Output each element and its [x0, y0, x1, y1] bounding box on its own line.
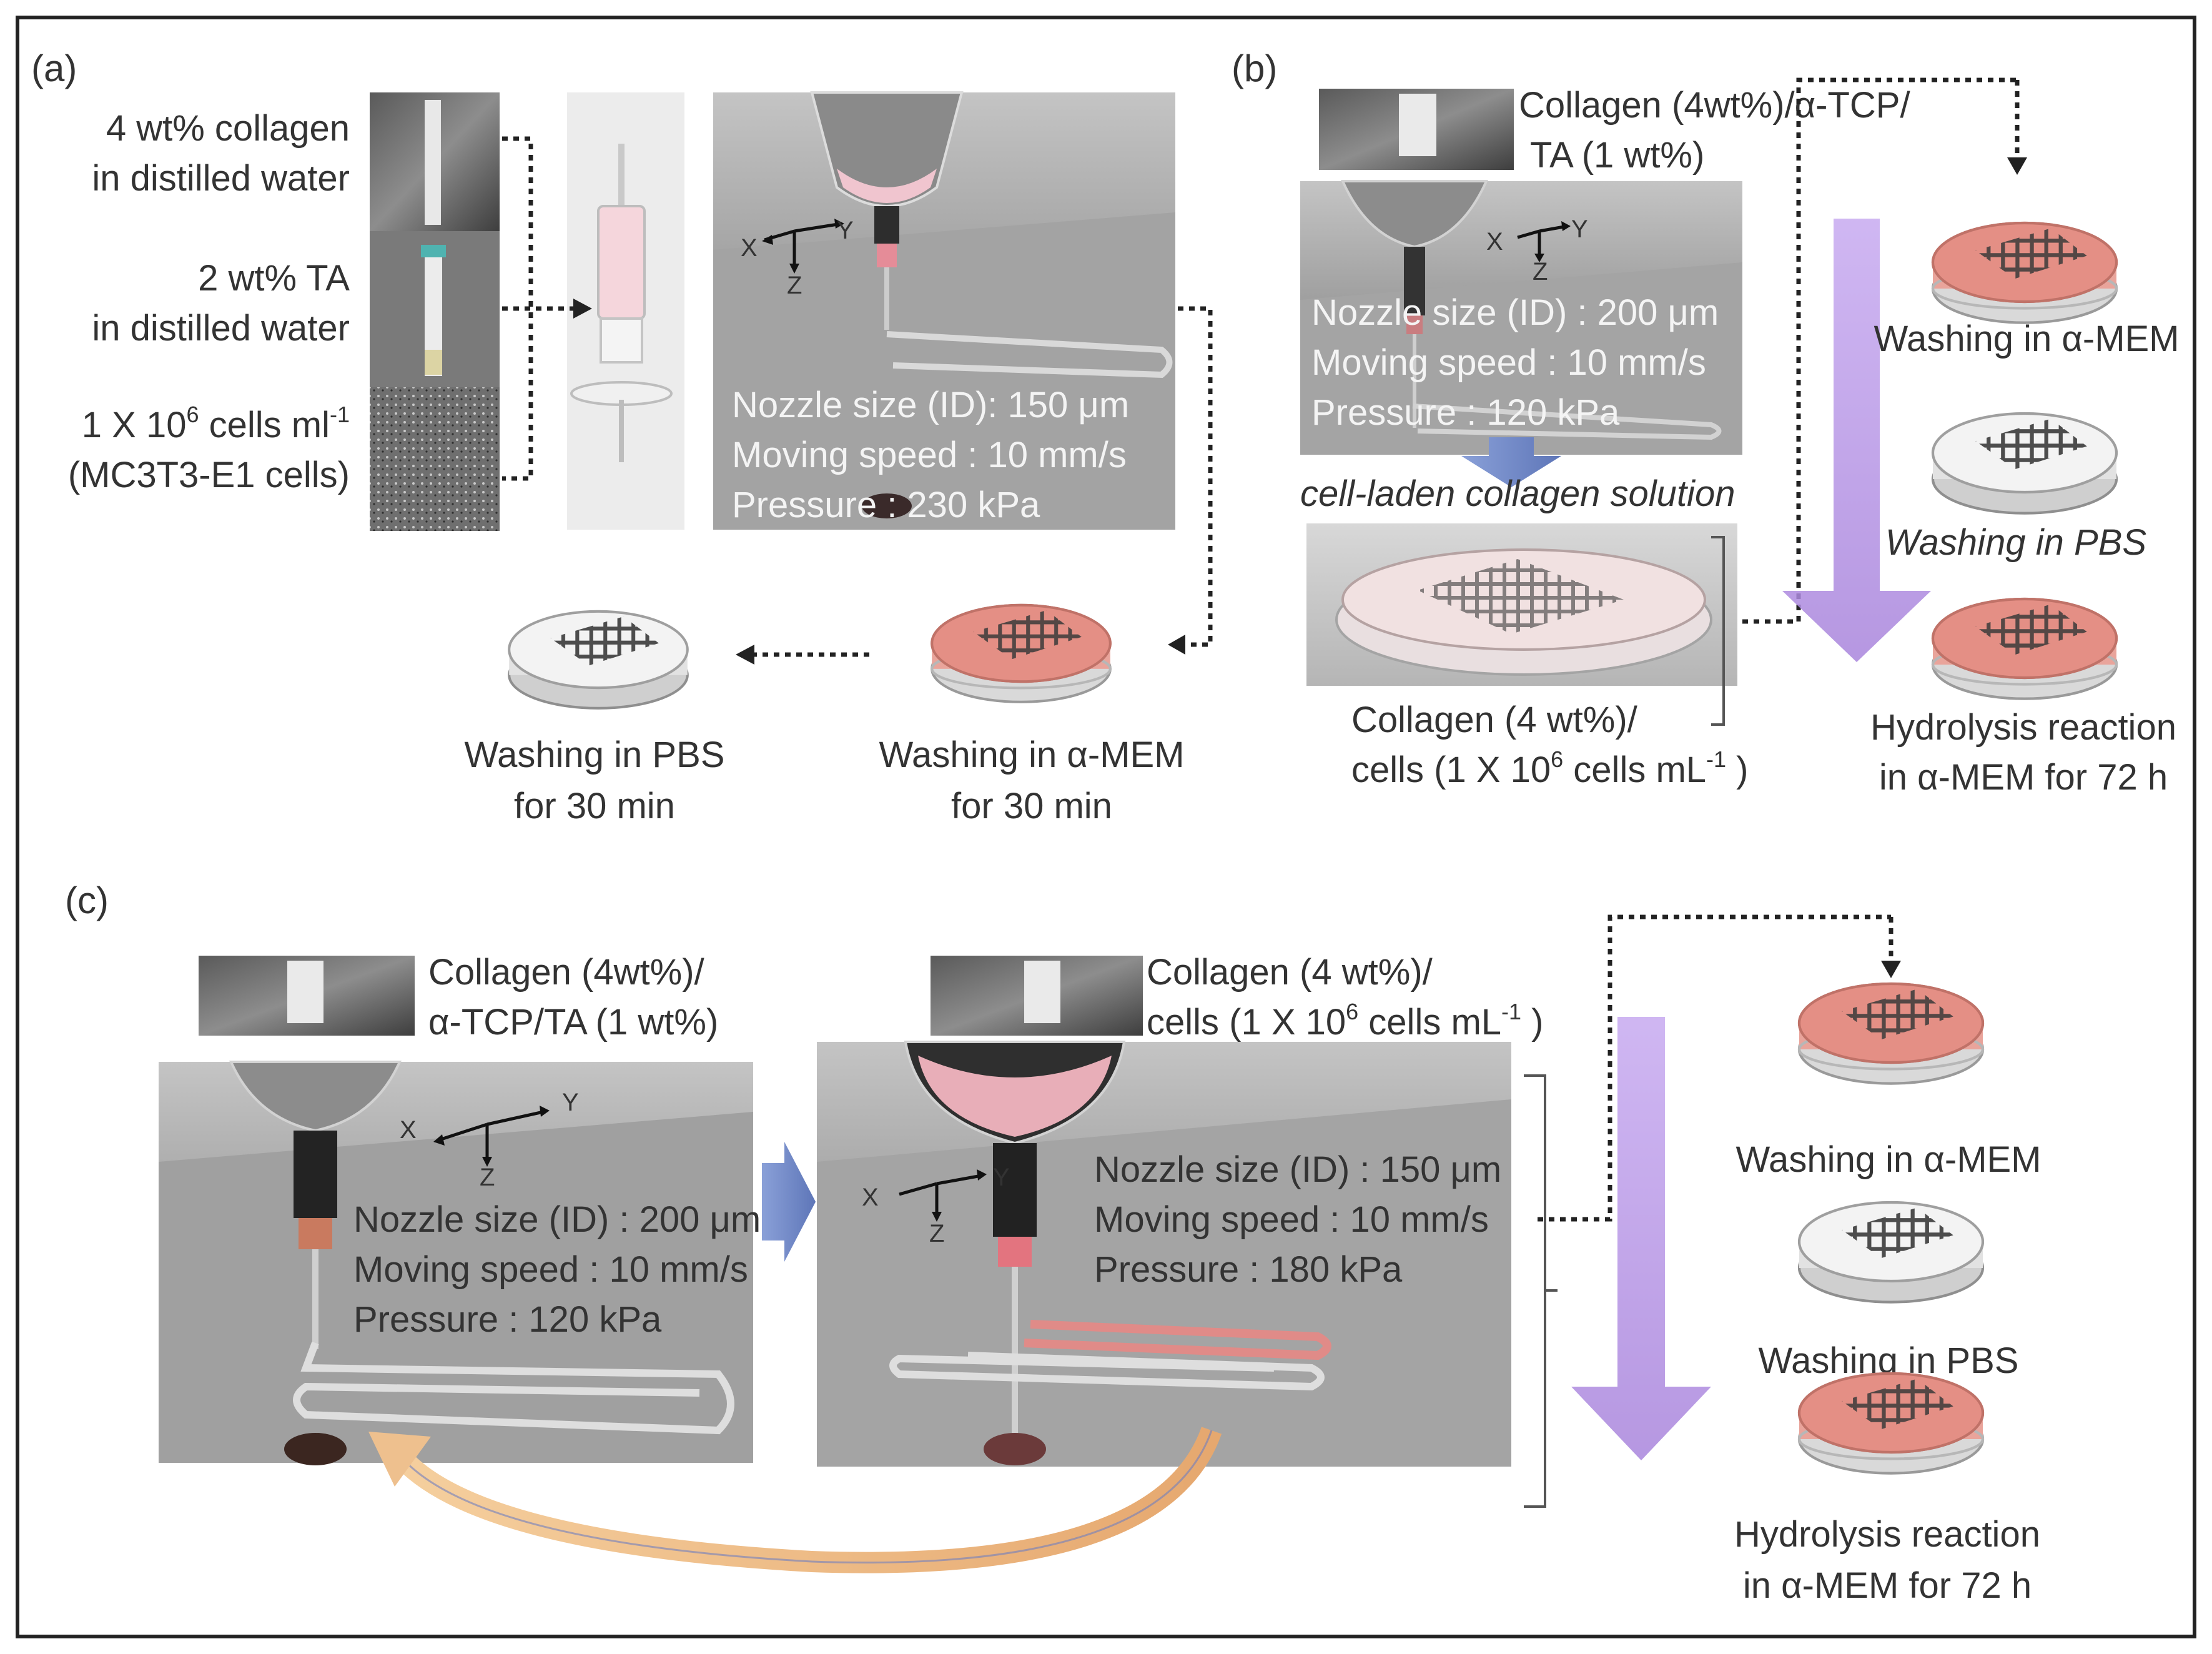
- arrowhead-wash-mem: [1168, 635, 1185, 655]
- bracket-c: [1524, 1074, 1558, 1508]
- material-b-1: Collagen (4wt%)/α-TCP/: [1519, 85, 1910, 126]
- arrowhead-c: [1881, 961, 1901, 978]
- material-photo-c1: [199, 956, 415, 1036]
- svg-text:Z: Z: [1533, 258, 1548, 285]
- nozzle-size-c1: Nozzle size (ID) : 200 μm: [353, 1199, 761, 1240]
- material-photo-c2: [931, 956, 1143, 1036]
- moving-speed-c2: Moving speed : 10 mm/s: [1094, 1199, 1489, 1240]
- material-c2-1: Collagen (4 wt%)/: [1147, 952, 1433, 993]
- dish-a-pbs: [509, 612, 688, 708]
- arrowhead-wash-pbs: [736, 645, 754, 665]
- purple-arrow-b: [1782, 219, 1931, 662]
- step-b-pbs: Washing in PBS: [1885, 522, 2146, 563]
- print-render-b: [1300, 180, 1742, 455]
- step-b-mem: Washing in α-MEM: [1874, 319, 2179, 359]
- svg-text:Z: Z: [480, 1164, 495, 1191]
- ta-input-label-2: in distilled water: [92, 308, 350, 349]
- hydrolysis-c-2: in α-MEM for 72 h: [1743, 1565, 2032, 1606]
- hydrolysis-b-2: in α-MEM for 72 h: [1879, 757, 2168, 798]
- connector-lines-a: [502, 136, 1213, 657]
- svg-text:Y: Y: [1571, 215, 1588, 243]
- pressure-a: Pressure : 230 kPa: [732, 485, 1040, 525]
- wash-mem-a-2: for 30 min: [951, 786, 1112, 826]
- moving-speed-a: Moving speed : 10 mm/s: [732, 435, 1127, 475]
- connector-b: [1742, 77, 2017, 624]
- blue-down-arrow-b: [1461, 437, 1561, 487]
- material-b-2: TA (1 wt%): [1530, 135, 1704, 176]
- nozzle-size-c2: Nozzle size (ID) : 150 μm: [1094, 1149, 1501, 1190]
- purple-arrow-c: [1571, 1017, 1711, 1460]
- wash-mem-a-1: Washing in α-MEM: [879, 735, 1184, 775]
- material-photo-b: [1319, 89, 1514, 170]
- wash-pbs-a-1: Washing in PBS: [465, 735, 725, 775]
- pressure-c2: Pressure : 180 kPa: [1094, 1249, 1403, 1290]
- pressure-b: Pressure : 120 kPa: [1311, 392, 1620, 433]
- material-c2-2: cells (1 X 106 cells mL-1 ): [1147, 999, 1543, 1042]
- svg-text:Z: Z: [929, 1220, 944, 1247]
- collagen-input-label-2: in distilled water: [92, 158, 350, 199]
- print-render-c2: [817, 1041, 1511, 1467]
- pressure-c1: Pressure : 120 kPa: [353, 1299, 662, 1340]
- dish-c-mem: [1799, 984, 1983, 1084]
- material-c1-1: Collagen (4wt%)/: [428, 952, 705, 993]
- svg-text:X: X: [741, 234, 758, 262]
- dish-b-hydrolysis: [1933, 599, 2116, 699]
- svg-text:Y: Y: [993, 1164, 1010, 1191]
- moving-speed-c1: Moving speed : 10 mm/s: [353, 1249, 748, 1290]
- solution-label-b: cell-laden collagen solution: [1300, 473, 1735, 514]
- axes-c2: X Y Z: [862, 1164, 1010, 1247]
- svg-text:X: X: [862, 1184, 879, 1211]
- blue-right-arrow-c: [762, 1142, 816, 1262]
- result-b-2: cells (1 X 106 cells mL-1 ): [1351, 746, 1748, 790]
- dish-c-hydrolysis: [1799, 1374, 1983, 1473]
- svg-text:Z: Z: [787, 272, 802, 299]
- step-c-mem: Washing in α-MEM: [1736, 1139, 2041, 1180]
- nozzle-size-a: Nozzle size (ID): 150 μm: [732, 385, 1129, 425]
- wash-pbs-a-2: for 30 min: [514, 786, 675, 826]
- moving-speed-b: Moving speed : 10 mm/s: [1311, 342, 1706, 383]
- input-photo-strip: [370, 92, 500, 531]
- result-b-1: Collagen (4 wt%)/: [1351, 700, 1638, 740]
- print-render-a: [713, 91, 1175, 530]
- dish-b-pbs: [1933, 414, 2116, 513]
- panel-c-label: (c): [65, 879, 109, 921]
- panel-a-label: (a): [31, 47, 77, 89]
- connector-c: [1538, 914, 1891, 1222]
- dish-render-b: [1306, 523, 1737, 686]
- bracket-b: [1711, 536, 1725, 726]
- panel-b-label: (b): [1232, 47, 1277, 89]
- ta-input-label-1: 2 wt% TA: [198, 258, 350, 299]
- dish-c-pbs: [1799, 1202, 1983, 1302]
- dish-a-mem: [932, 605, 1110, 702]
- axes-c1: X Y Z: [400, 1089, 579, 1191]
- print-render-c1: [159, 1061, 753, 1465]
- dish-b-mem: [1933, 223, 2116, 323]
- svg-text:X: X: [1486, 228, 1503, 255]
- cells-input-label-2: (MC3T3-E1 cells): [68, 455, 350, 495]
- material-c1-2: α-TCP/TA (1 wt%): [428, 1002, 718, 1042]
- svg-text:Y: Y: [837, 217, 854, 244]
- hydrolysis-c-1: Hydrolysis reaction: [1734, 1514, 2040, 1555]
- axes-a: X Y Z: [741, 217, 854, 299]
- nozzle-size-b: Nozzle size (ID) : 200 μm: [1311, 292, 1719, 333]
- arrowhead-syringe: [573, 299, 592, 319]
- cells-input-label-1: 1 X 106 cells ml-1: [82, 402, 350, 445]
- hydrolysis-b-1: Hydrolysis reaction: [1870, 707, 2176, 748]
- svg-text:X: X: [400, 1116, 417, 1144]
- svg-text:Y: Y: [562, 1089, 579, 1116]
- collagen-input-label-1: 4 wt% collagen: [106, 108, 350, 149]
- arrowhead-b: [2007, 157, 2027, 175]
- axes-b: X Y Z: [1486, 215, 1588, 285]
